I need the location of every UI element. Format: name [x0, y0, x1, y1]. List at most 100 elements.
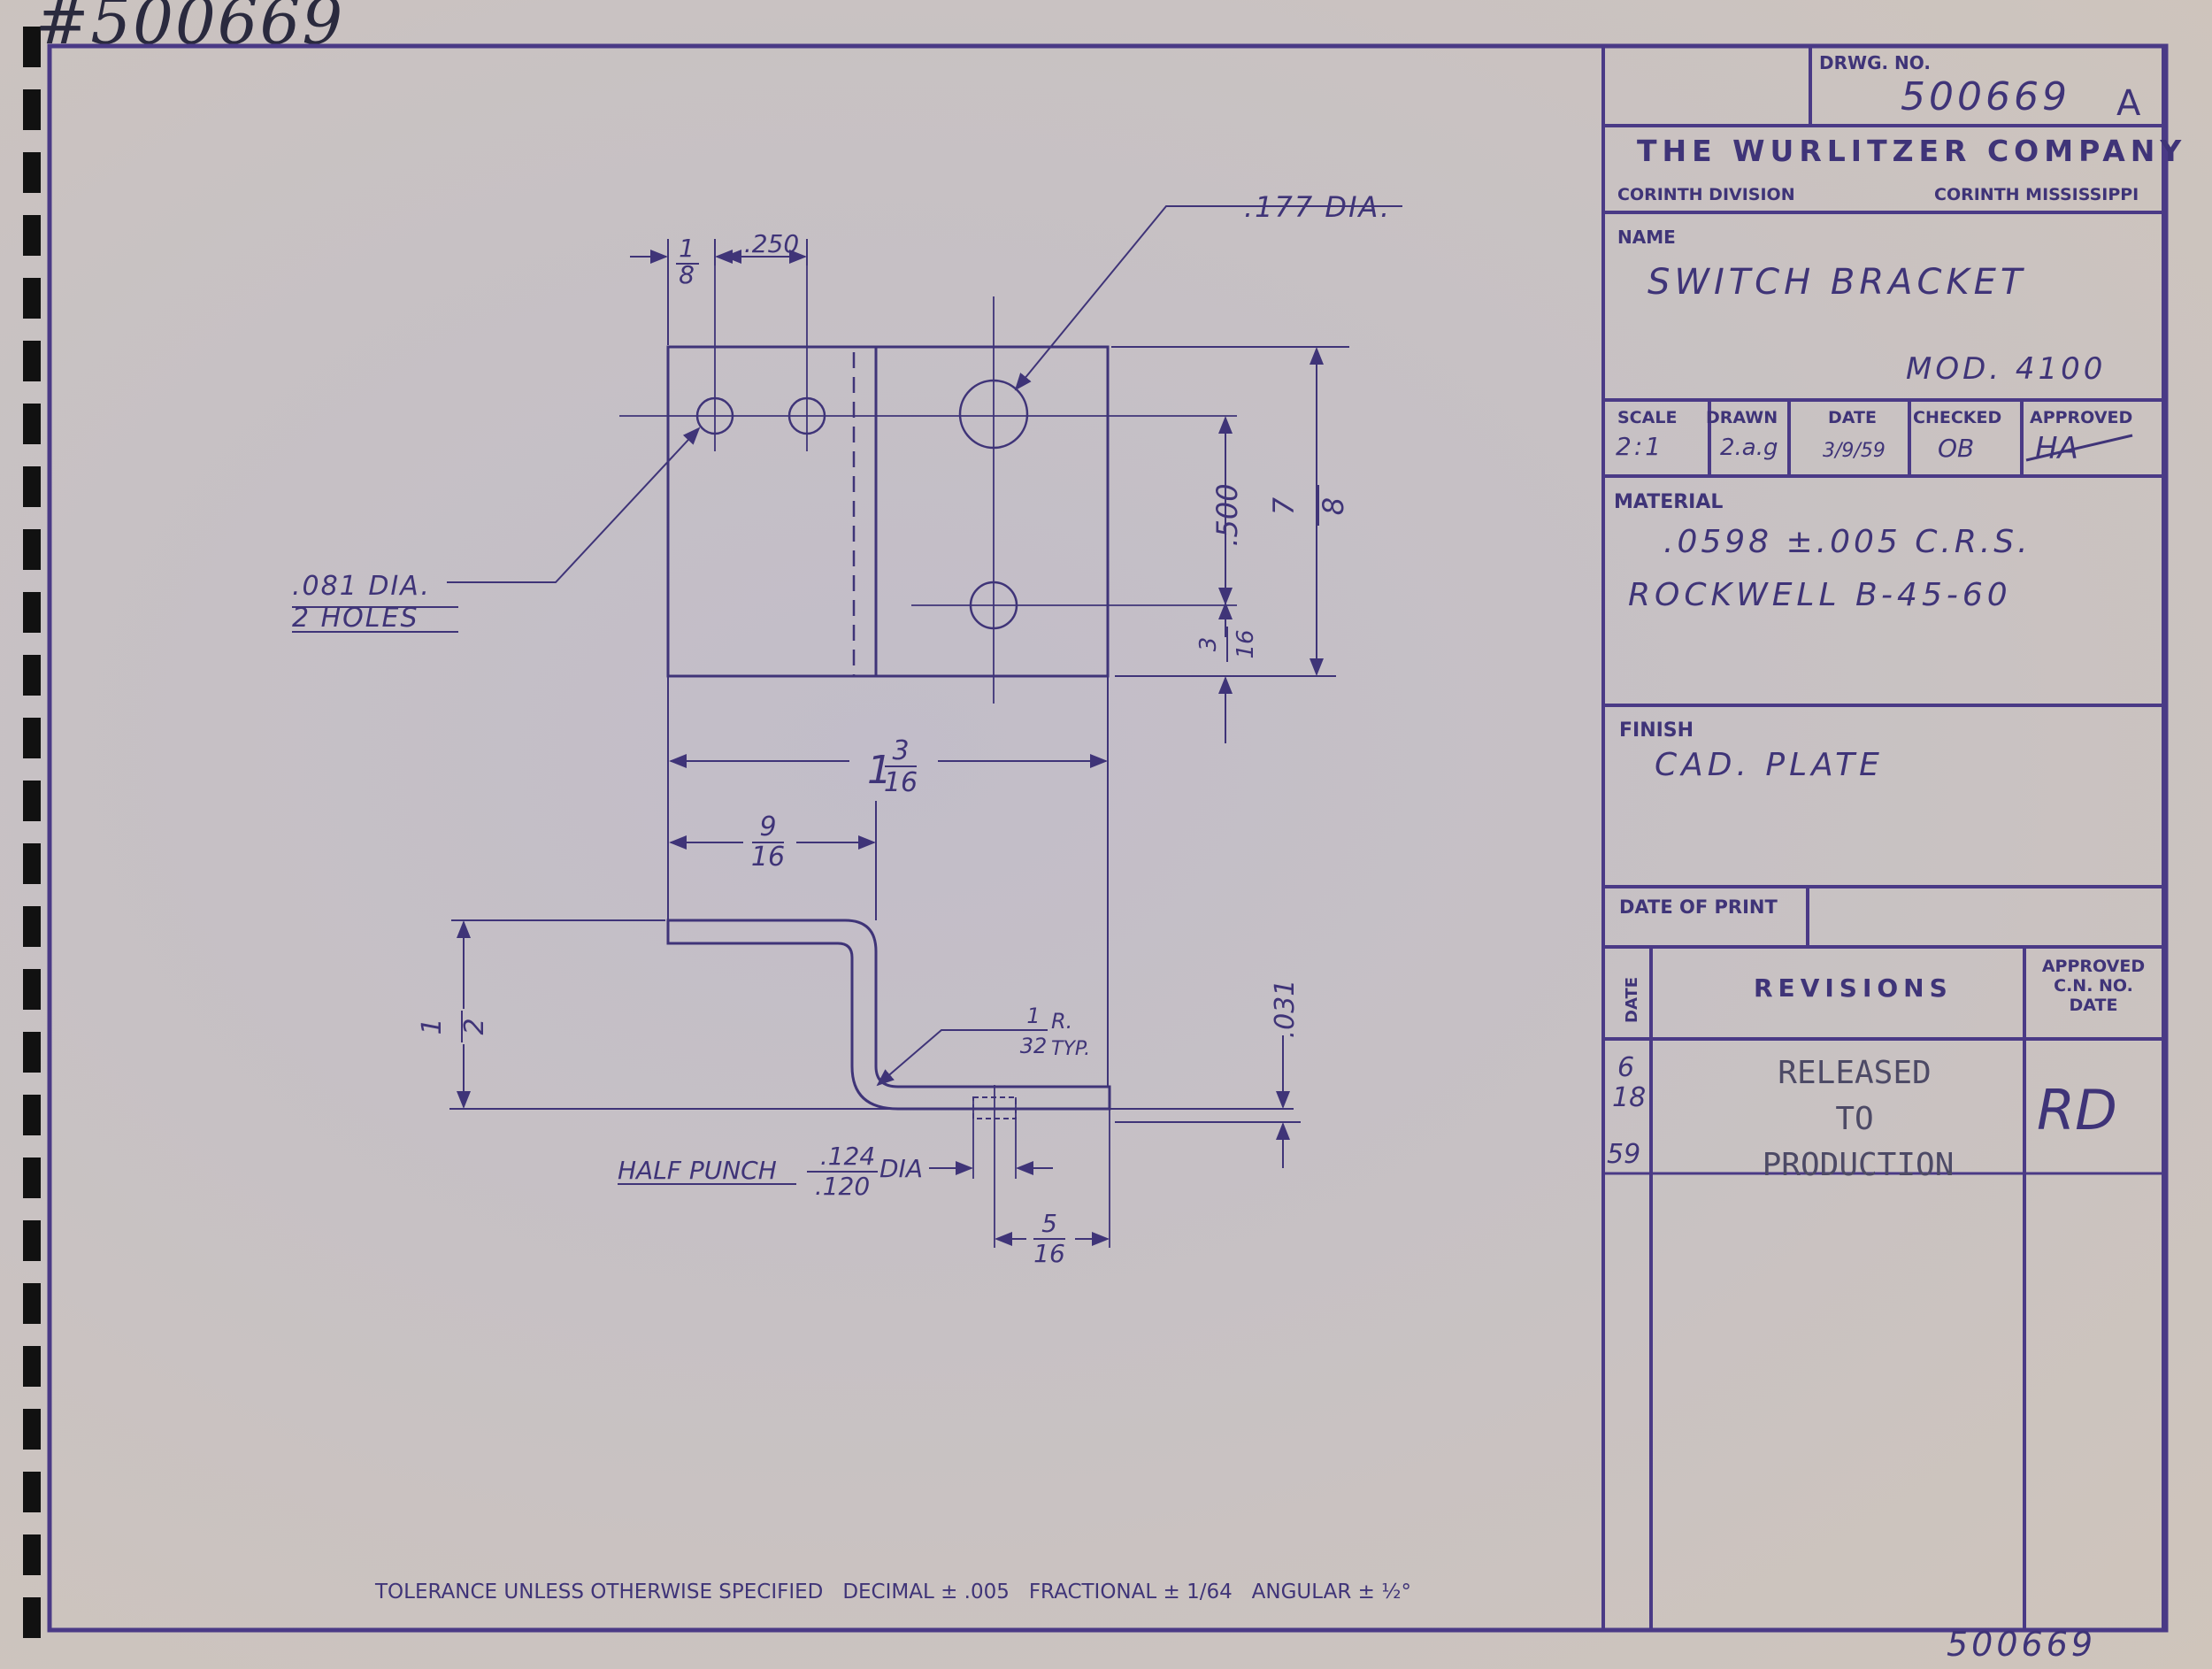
- finish-label: FINISH: [1619, 719, 1694, 742]
- rev-date-2: 18: [1612, 1082, 1646, 1113]
- approved-cn-label2: C.N. NO.: [2054, 976, 2133, 996]
- date-value: 3/9/59: [1823, 440, 1886, 462]
- binding-hole: [23, 718, 41, 758]
- model: MOD. 4100: [1906, 351, 2106, 387]
- binding-hole: [23, 1597, 41, 1638]
- rev-stamp-2: TO: [1835, 1101, 1873, 1137]
- rev-stamp-1: RELEASED: [1778, 1055, 1931, 1091]
- drawn-value: 2.a.g: [1720, 435, 1778, 461]
- binding-hole: [23, 843, 41, 884]
- material-label: MATERIAL: [1614, 491, 1723, 513]
- dim-1-3-16-num: 3: [892, 735, 909, 766]
- binding-hole: [23, 1409, 41, 1450]
- dim-half-punch-dia: DIA: [879, 1154, 923, 1183]
- dim-half-punch: HALF PUNCH: [618, 1156, 777, 1185]
- dim-1-2-den: 2: [459, 1018, 490, 1034]
- binding-hole: [23, 27, 41, 67]
- dim-081-dia: .081 DIA.: [292, 571, 431, 602]
- dim-5-16-num: 5: [1041, 1209, 1057, 1238]
- binding-hole: [23, 592, 41, 633]
- rev-date-label: DATE: [1623, 977, 1641, 1023]
- binding-hole: [23, 529, 41, 570]
- dim-half-punch-num: .124: [820, 1142, 875, 1171]
- handwritten-drawing-number: #500669: [35, 0, 345, 58]
- bottom-drawing-number: 500669: [1947, 1625, 2097, 1664]
- scale-value: 2:1: [1616, 432, 1663, 461]
- company-name: THE WURLITZER COMPANY: [1637, 134, 2186, 168]
- binding-hole: [23, 1346, 41, 1387]
- dim-9-16-num: 9: [759, 811, 776, 842]
- dim-3-16-num: 3: [1195, 637, 1222, 652]
- dim-radius-num: 1: [1026, 1004, 1040, 1028]
- material-line1: .0598 ±.005 C.R.S.: [1663, 524, 2032, 560]
- checked-value: OB: [1938, 434, 1974, 463]
- binding-hole: [23, 655, 41, 696]
- name-label: NAME: [1617, 227, 1676, 248]
- binding-hole: [23, 1534, 41, 1575]
- location: CORINTH MISSISSIPPI: [1934, 185, 2139, 204]
- dim-250: .250: [744, 229, 799, 258]
- dim-1-8-den: 8: [679, 260, 695, 289]
- dim-1-3-16-whole: 1: [867, 748, 892, 793]
- date-label: DATE: [1828, 408, 1877, 427]
- division: CORINTH DIVISION: [1617, 185, 1795, 204]
- approved-label: APPROVED: [2030, 408, 2132, 427]
- binding-hole: [23, 404, 41, 444]
- dim-1-3-16-den: 16: [884, 767, 918, 798]
- rev-date-3: 59: [1607, 1139, 1640, 1170]
- dim-9-16-den: 16: [751, 842, 785, 873]
- dim-177-dia: .177 DIA.: [1244, 190, 1391, 224]
- rev-initials: RD: [2037, 1078, 2117, 1142]
- dimension-lines: [292, 205, 1402, 1246]
- revisions-label: REVISIONS: [1754, 973, 1953, 1003]
- dim-031: .031: [1270, 980, 1301, 1039]
- drwg-rev: A: [2116, 83, 2141, 124]
- rev-stamp-3: PRODUCTION: [1763, 1147, 1955, 1183]
- binding-hole: [23, 1032, 41, 1073]
- title-block-grid: [1601, 46, 2165, 1630]
- rev-date-1: 6: [1617, 1052, 1634, 1083]
- dim-radius-typ: TYP.: [1051, 1038, 1090, 1060]
- drwg-no-value: 500669: [1901, 74, 2070, 119]
- binding-hole: [23, 152, 41, 193]
- finish-value: CAD. PLATE: [1655, 747, 1884, 783]
- checked-label: CHECKED: [1913, 408, 2001, 427]
- binding-hole: [23, 1283, 41, 1324]
- dim-1-2-num: 1: [417, 1018, 448, 1034]
- binding-hole: [23, 1095, 41, 1135]
- dim-3-16-den: 16: [1233, 629, 1259, 658]
- binding-hole: [23, 969, 41, 1010]
- binding-hole: [23, 1472, 41, 1512]
- date-of-print-label: DATE OF PRINT: [1619, 896, 1778, 918]
- binding-hole: [23, 466, 41, 507]
- dim-5-16-den: 16: [1033, 1239, 1065, 1268]
- part-geometry: [619, 265, 1237, 1248]
- binding-hole: [23, 906, 41, 947]
- part-name: SWITCH BRACKET: [1647, 262, 2026, 303]
- binding-hole: [23, 89, 41, 130]
- binding-hole: [23, 215, 41, 256]
- scale-label: SCALE: [1617, 408, 1677, 427]
- dim-7-8-den: 8: [1317, 497, 1350, 515]
- dim-1-8-num: 1: [679, 234, 695, 263]
- drawing-border: [47, 43, 2169, 1633]
- dim-radius-r: R.: [1051, 1009, 1072, 1034]
- binding-hole: [23, 781, 41, 821]
- material-line2: ROCKWELL B-45-60: [1628, 577, 2012, 613]
- dim-radius-den: 32: [1020, 1034, 1048, 1058]
- tolerance-note: TOLERANCE UNLESS OTHERWISE SPECIFIED DEC…: [374, 1581, 1411, 1604]
- drwg-no-label: DRWG. NO.: [1819, 52, 1931, 73]
- binding-hole: [23, 278, 41, 319]
- binding-hole: [23, 1158, 41, 1198]
- approved-cn-label3: DATE: [2070, 996, 2118, 1015]
- dim-7-8-num: 7: [1267, 496, 1301, 515]
- approved-cn-label1: APPROVED: [2042, 957, 2145, 976]
- approved-strike: [2025, 434, 2133, 462]
- dim-081-holes: 2 HOLES: [292, 603, 419, 634]
- binding-hole: [23, 1220, 41, 1261]
- dim-half-punch-den: .120: [815, 1172, 870, 1201]
- dim-500: .500: [1210, 483, 1244, 546]
- binding-hole: [23, 341, 41, 381]
- drawn-label: DRAWN: [1706, 408, 1778, 427]
